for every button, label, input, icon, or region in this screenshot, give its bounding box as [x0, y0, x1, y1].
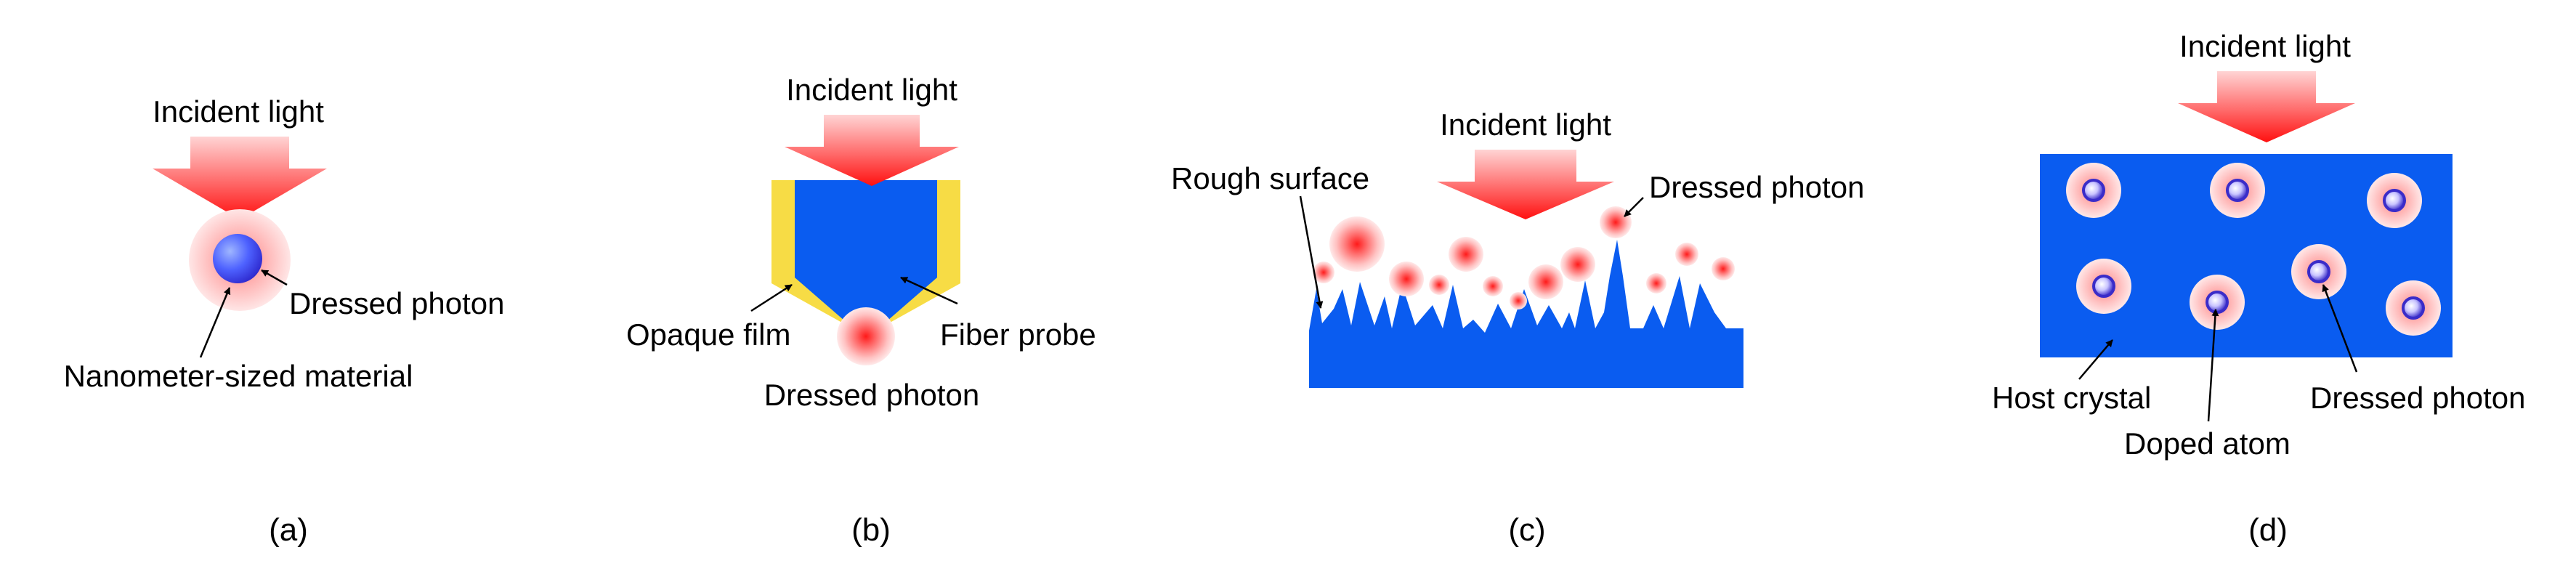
incident-arrow-d — [2178, 71, 2355, 142]
doped-atom — [2210, 163, 2265, 218]
host-crystal-pointer — [2078, 339, 2113, 380]
rough-surface-pointer — [1299, 195, 1324, 309]
incident-light-label-b: Incident light — [786, 73, 957, 107]
doped-atom-label: Doped atom — [2124, 426, 2291, 461]
surface-photon — [1646, 273, 1666, 293]
surface-dressed-photons — [1313, 206, 1735, 309]
rough-surface — [1309, 240, 1743, 388]
surface-photon — [1429, 275, 1449, 295]
panel-b: Incident light Opaque film Fiber probe D… — [626, 73, 1096, 548]
surface-photon — [1313, 262, 1334, 283]
panel-c: Incident light Rough surface Dressed pho… — [1171, 108, 1865, 548]
caption-b: (b) — [851, 512, 891, 548]
panel-d: Incident light — [1992, 29, 2526, 548]
surface-photon — [1600, 206, 1632, 238]
incident-arrow-a — [153, 137, 327, 219]
nanometer-material-label: Nanometer-sized material — [64, 359, 413, 393]
incident-arrow-b — [785, 115, 959, 186]
surface-photon — [1675, 243, 1698, 266]
caption-a: (a) — [269, 512, 308, 548]
incident-arrow-c — [1437, 150, 1614, 219]
incident-light-label-d: Incident light — [2179, 29, 2351, 63]
surface-photon — [1389, 262, 1424, 296]
panel-a: Incident light Dressed photon Nanometer-… — [64, 94, 505, 548]
surface-photon — [1449, 237, 1483, 272]
rough-surface-label: Rough surface — [1171, 161, 1369, 195]
incident-light-label-c: Incident light — [1440, 108, 1611, 142]
fiber-probe-pointer — [900, 276, 958, 305]
dressed-photon-pointer-a — [261, 269, 288, 286]
doped-atom — [2076, 259, 2131, 314]
host-crystal-label: Host crystal — [1992, 381, 2151, 415]
material-pointer — [199, 287, 231, 358]
doped-atom — [2386, 280, 2441, 336]
dressed-photon-label-c: Dressed photon — [1649, 170, 1865, 204]
caption-d: (d) — [2248, 512, 2288, 548]
doped-atom-pointer — [2207, 309, 2219, 422]
dressed-photon-label-b: Dressed photon — [764, 378, 980, 412]
incident-light-label-a: Incident light — [153, 94, 324, 129]
dressed-photon-label-d: Dressed photon — [2310, 381, 2526, 415]
surface-photon — [1329, 216, 1385, 272]
surface-photon — [1560, 247, 1595, 282]
fiber-probe-body — [795, 180, 937, 325]
surface-photon — [1528, 264, 1563, 299]
doped-atom — [2190, 275, 2245, 330]
fiber-probe-label: Fiber probe — [940, 317, 1096, 352]
dressed-photon-label-a: Dressed photon — [289, 286, 505, 320]
doped-atom — [2066, 163, 2121, 218]
doped-atom — [2367, 173, 2422, 228]
nanometer-sphere — [213, 234, 262, 283]
opaque-film-pointer — [750, 283, 793, 312]
caption-c: (c) — [1508, 512, 1545, 548]
surface-photon — [1510, 292, 1527, 309]
dressed-photon-pointer-c — [1624, 197, 1644, 217]
surface-photon — [1483, 276, 1503, 296]
opaque-film-label: Opaque film — [626, 317, 790, 352]
dressed-photon-pointer-d — [2322, 284, 2358, 373]
doped-atom — [2291, 244, 2346, 299]
dressed-photon-glow-b — [837, 307, 895, 365]
doped-atoms — [2066, 163, 2441, 336]
surface-photon — [1712, 257, 1735, 280]
